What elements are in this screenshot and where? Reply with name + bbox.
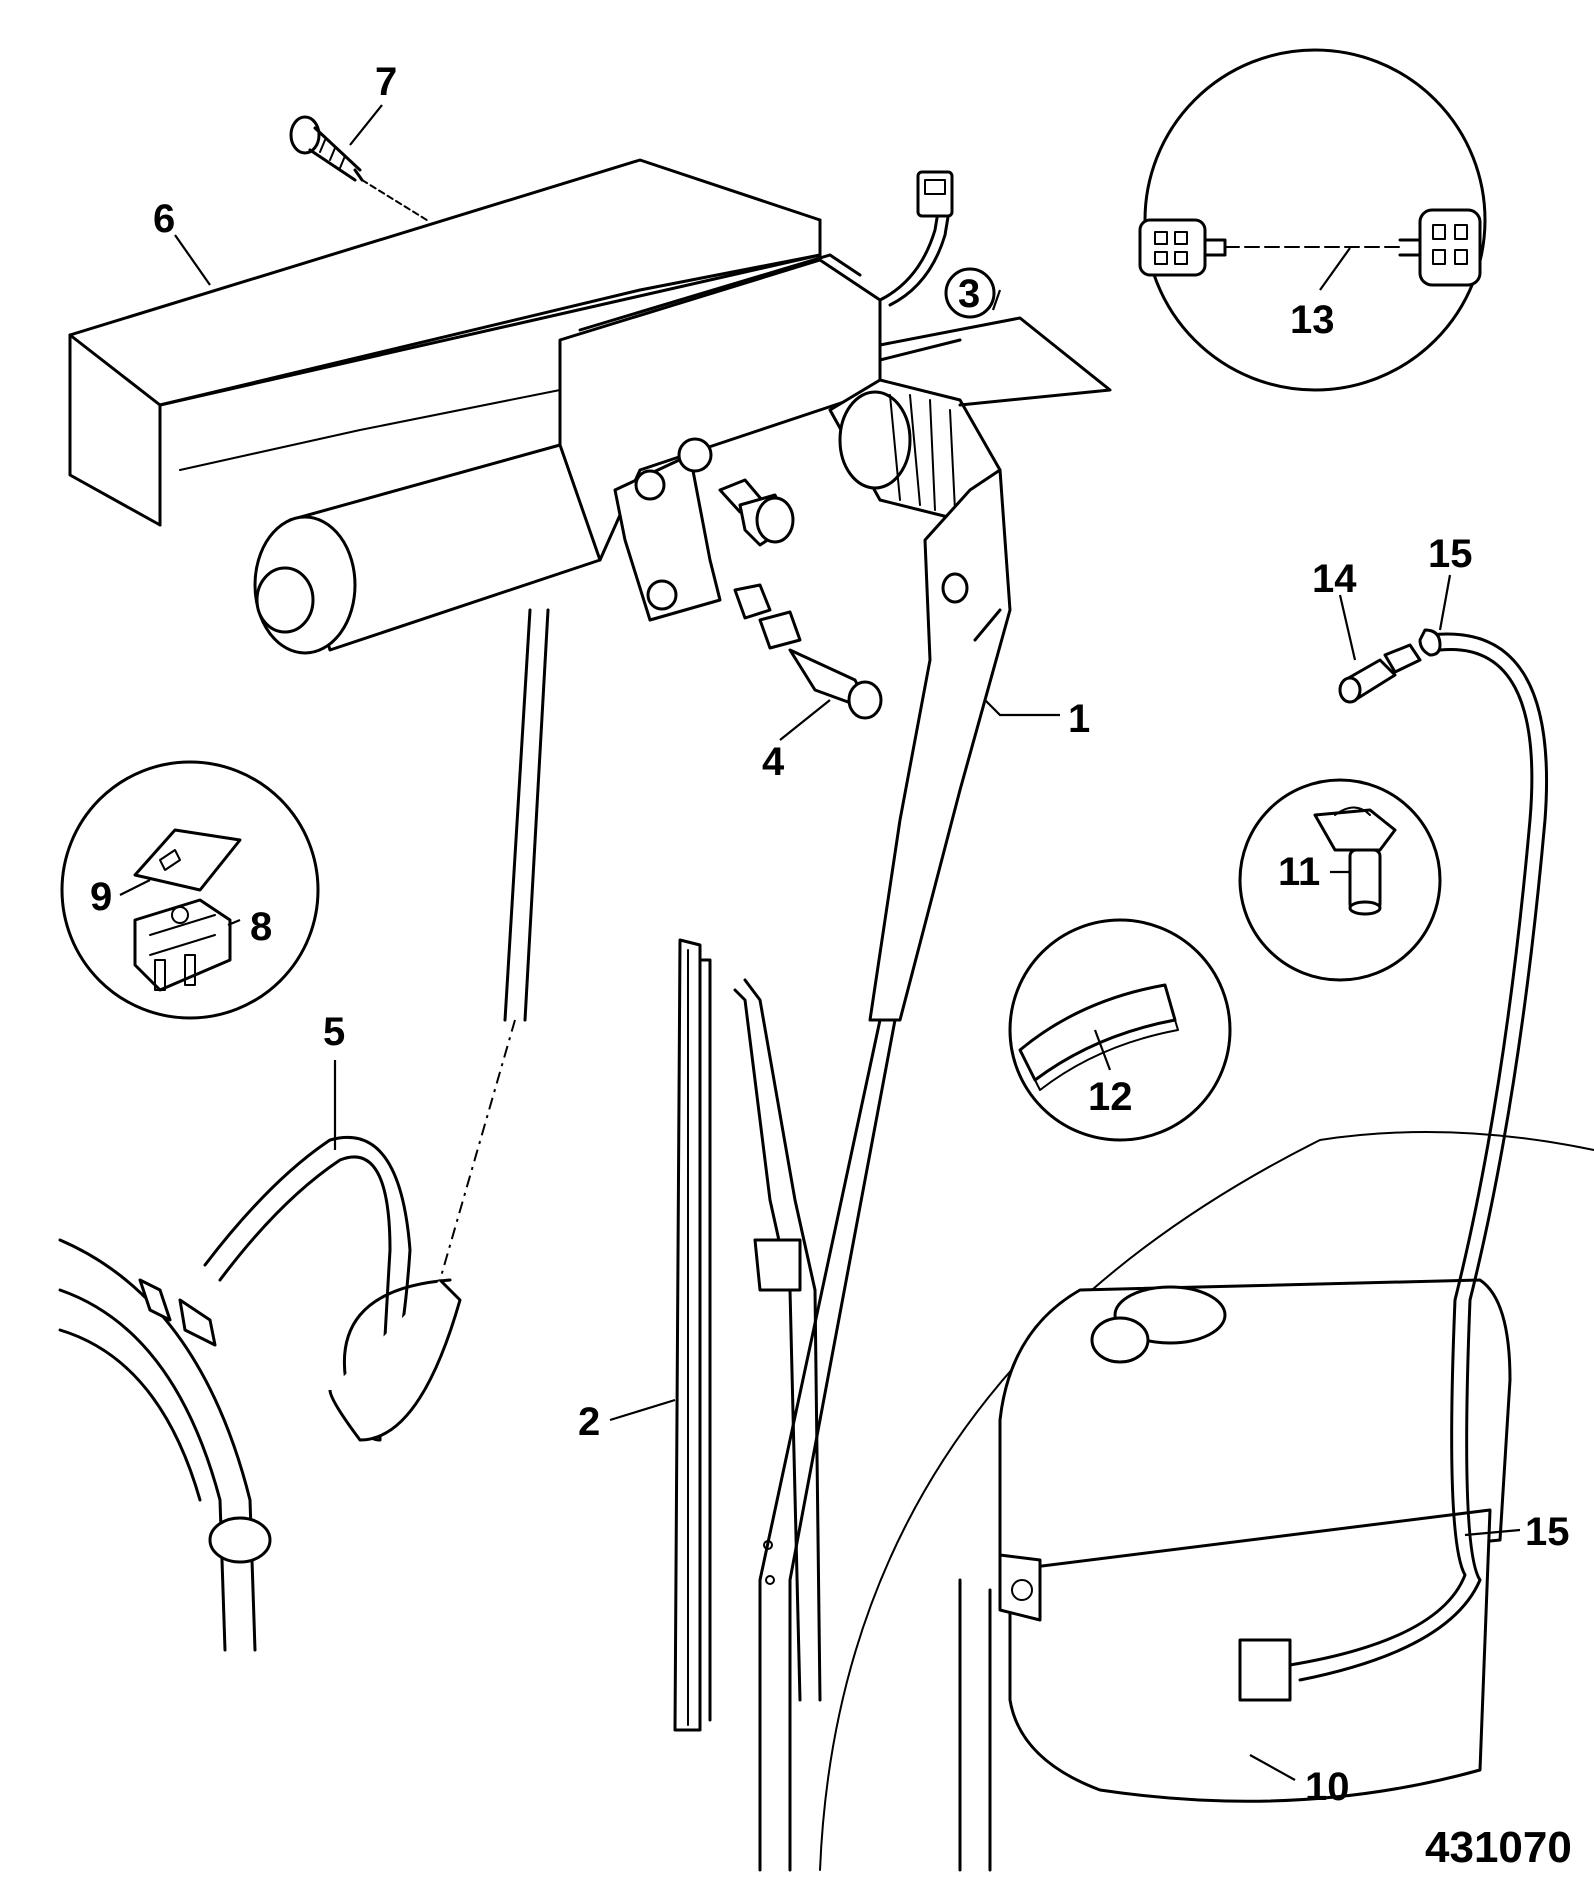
wiper-motor-assembly: [253, 170, 1112, 655]
callout-1: 1: [1068, 697, 1090, 741]
callout-6: 6: [153, 197, 175, 241]
callout-3: 3: [958, 272, 980, 316]
leader-lines: [119, 104, 1521, 1781]
nozzle-adaptor-4: [733, 583, 883, 720]
callout-10: 10: [1305, 1765, 1350, 1809]
washer-hose-5: [203, 608, 550, 1442]
detail-circle-harness-13: [1138, 48, 1487, 392]
wiper-blade-2: [673, 938, 712, 1732]
callout-2: 2: [578, 1400, 600, 1444]
detail-circle-jet-11: [1238, 778, 1442, 982]
wiper-arm-1: [758, 468, 1012, 1872]
callout-13: 13: [1290, 298, 1335, 342]
figure-number: 431070: [1425, 1823, 1572, 1872]
wheel-arch: [58, 1238, 272, 1652]
callout-15-bottom: 15: [1525, 1510, 1570, 1554]
callout-3-circle: [944, 267, 996, 319]
callout-15-top: 15: [1428, 532, 1473, 576]
blade-holder: [733, 978, 822, 1702]
washer-hose-15: [1288, 628, 1549, 1682]
callout-4: 4: [762, 740, 785, 784]
callout-7: 7: [375, 60, 397, 104]
detail-circle-switch-8-9: [60, 760, 320, 1020]
callout-12: 12: [1088, 1075, 1133, 1119]
callout-8: 8: [250, 905, 272, 949]
callout-11: 11: [1278, 850, 1320, 894]
washer-jet-14: [1338, 643, 1422, 704]
callout-labels: 1 2 3 4 5 6 7 8 9 10 11 12 13 14 15 15 4…: [90, 60, 1572, 1872]
screw-7: [289, 115, 431, 223]
callout-5: 5: [323, 1010, 345, 1054]
motor-cover-6: [68, 158, 822, 527]
washer-reservoir-10: [819, 1131, 1594, 1872]
callout-9: 9: [90, 875, 112, 919]
callout-14: 14: [1312, 557, 1357, 601]
